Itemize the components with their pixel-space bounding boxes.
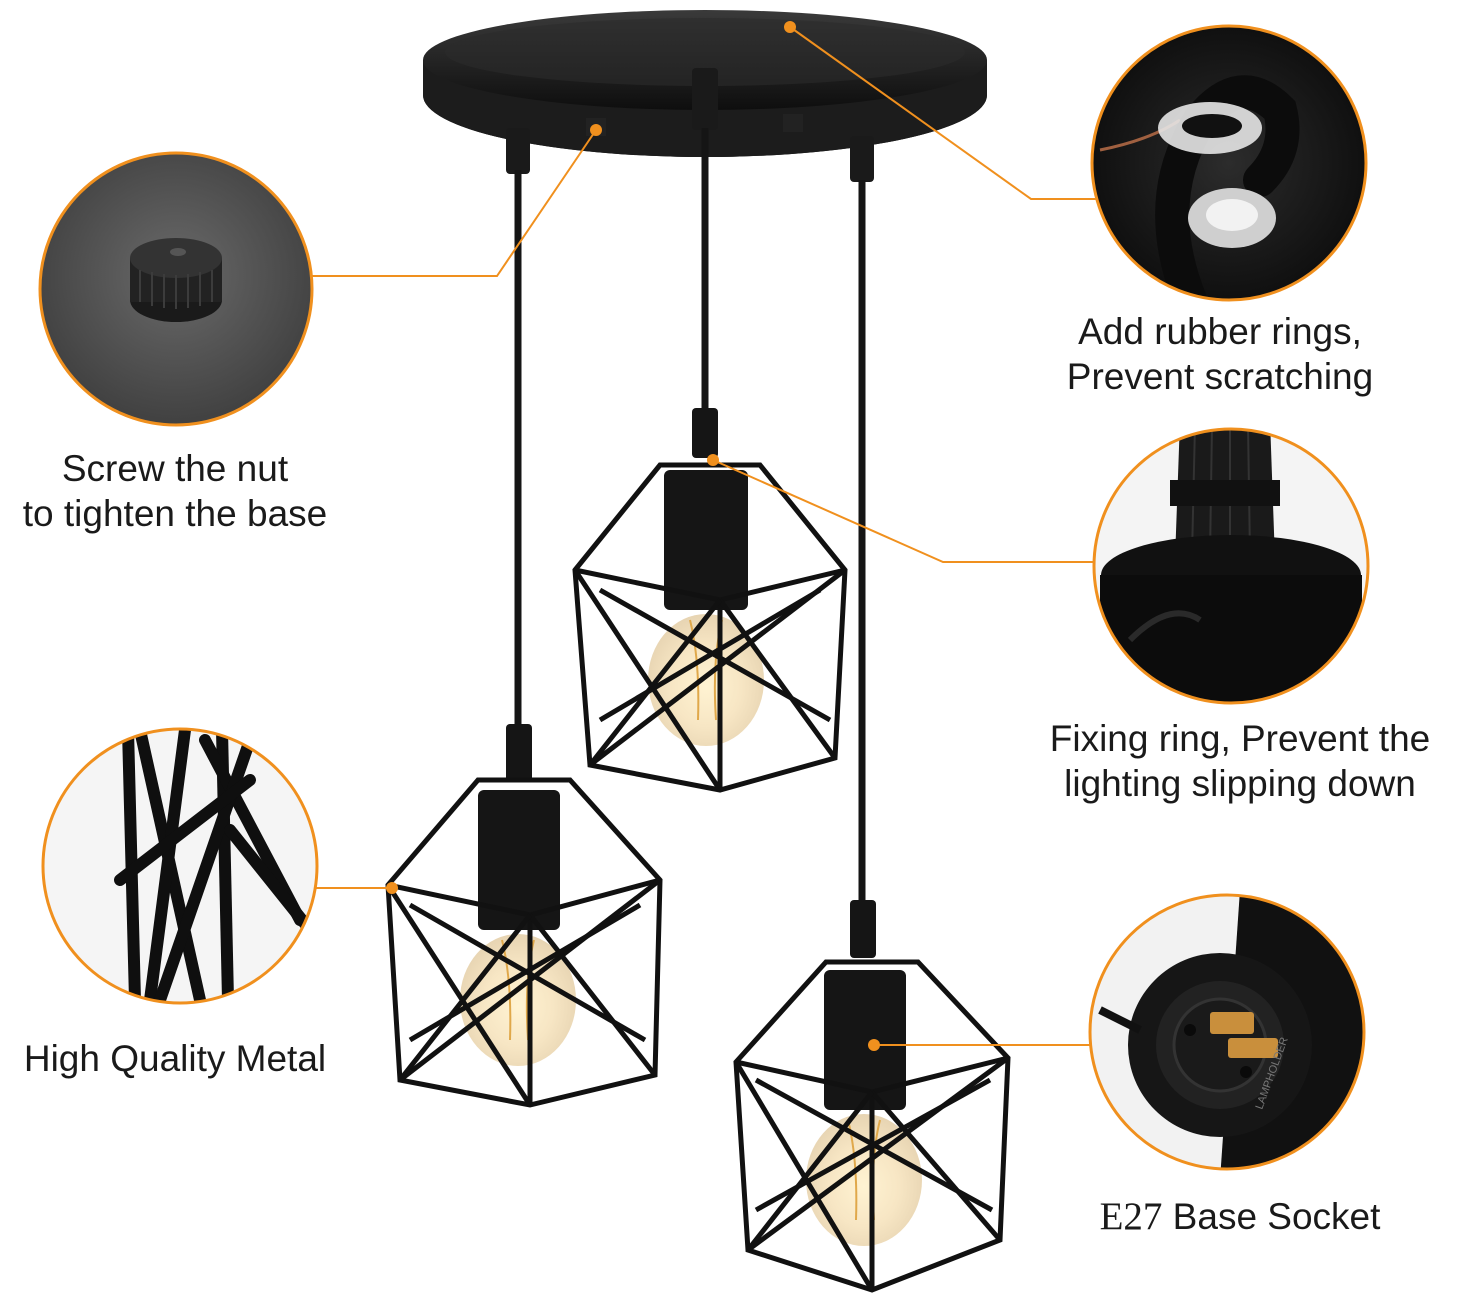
rubber-ring-closeup-icon	[1090, 24, 1368, 302]
caption-screw-nut-line2: to tighten the base	[22, 493, 328, 534]
ceiling-canopy	[423, 10, 987, 182]
caption-rubber-rings-line2: Prevent scratching	[1066, 356, 1374, 397]
e27-socket-closeup-icon: LAMPHOLDER	[1088, 893, 1366, 1171]
caption-rubber-rings-line1: Add rubber rings,	[1078, 311, 1362, 352]
pendant-cords	[514, 128, 866, 906]
pendant-light	[385, 724, 663, 1108]
caption-socket-code: E27	[1099, 1195, 1163, 1238]
caption-fixing-ring-line2: lighting slipping down	[1064, 763, 1416, 804]
caption-socket-label: Base Socket	[1162, 1196, 1381, 1237]
pendant-light	[572, 408, 848, 793]
caption-rubber-rings: Add rubber rings, Prevent scratching	[1020, 309, 1420, 399]
caption-fixing-ring-line1: Fixing ring, Prevent the	[1049, 718, 1431, 759]
pendant-light	[733, 900, 1011, 1293]
fixing-ring-closeup-icon	[1092, 427, 1370, 705]
caption-fixing-ring: Fixing ring, Prevent the lighting slippi…	[1020, 716, 1460, 806]
caption-metal: High Quality Metal	[0, 1036, 350, 1081]
caption-socket: E27 Base Socket	[1070, 1194, 1410, 1239]
caption-screw-nut-line1: Screw the nut	[61, 448, 289, 489]
metal-cage-closeup-icon	[41, 727, 319, 1005]
caption-metal-line1: High Quality Metal	[23, 1038, 327, 1079]
nut-closeup-icon	[38, 151, 314, 427]
caption-screw-nut: Screw the nut to tighten the base	[0, 446, 350, 536]
